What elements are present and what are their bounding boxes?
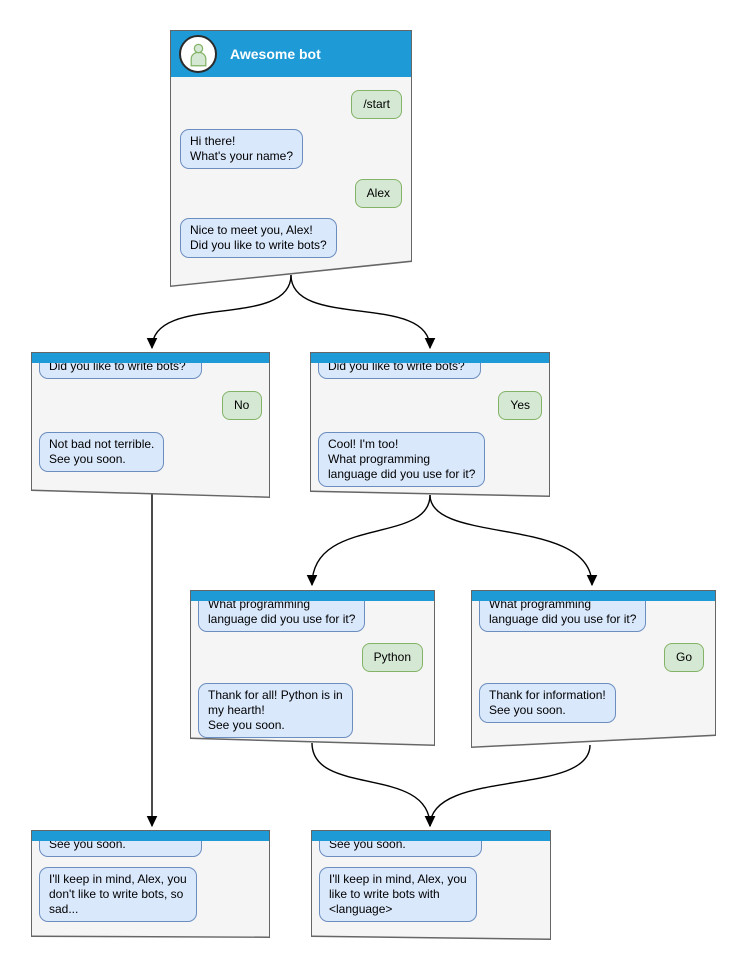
chat-window-go: What programming language did you use fo… [471,590,716,748]
chat-window-python: What programming language did you use fo… [190,590,435,746]
window-titlebar [312,831,550,841]
window-titlebar [32,831,269,841]
edge-yes-to-go [429,494,598,587]
window-title: Awesome bot [230,46,321,62]
edge-root-to-yes [290,274,436,350]
window-titlebar: Awesome bot [171,31,411,77]
chat-bubble-user: Yes [498,391,542,420]
edge-root-to-no [146,274,292,350]
chat-bubble-user: Go [663,643,704,672]
chat-bubble-bot: Thank for all! Python is in my hearth! S… [198,683,353,738]
bot-avatar [179,35,217,73]
chat-bubble-bot: I'll keep in mind, Alex, you don't like … [39,867,197,922]
chat-bubble-bot: Thank for information! See you soon. [479,683,616,723]
chat-window-end-no: See you soon. I'll keep in mind, Alex, y… [31,830,270,938]
chat-bubble-bot: Nice to meet you, Alex! Did you like to … [180,218,337,258]
chat-bubble-bot: Cool! I'm too! What programming language… [318,432,486,487]
chat-window-root: Awesome bot /start Hi there! What's your… [170,30,412,287]
chat-window-yes: Did you like to write bots? Yes Cool! I'… [310,352,550,497]
window-titlebar [311,353,549,363]
chat-bubble-user: Python [361,643,423,672]
window-titlebar [472,591,715,601]
chat-bubble-user: /start [351,90,402,119]
edge-go-to-end [424,744,591,828]
chat-window-end-yes: See you soon. I'll keep in mind, Alex, y… [311,830,551,940]
chat-bubble-bot: Hi there! What's your name? [180,129,304,169]
chat-bubble-user: Alex [354,179,402,208]
chat-bubble-bot: Not bad not terrible. See you soon. [39,432,165,472]
chat-bubble-bot: I'll keep in mind, Alex, you like to wri… [319,867,477,922]
person-icon [190,43,206,66]
edge-yes-to-python [306,494,431,587]
window-titlebar [191,591,434,601]
chat-window-no: Did you like to write bots? No Not bad n… [31,352,270,498]
edge-python-to-end [311,742,436,828]
window-titlebar [32,353,269,363]
chat-bubble-user: No [222,391,262,420]
